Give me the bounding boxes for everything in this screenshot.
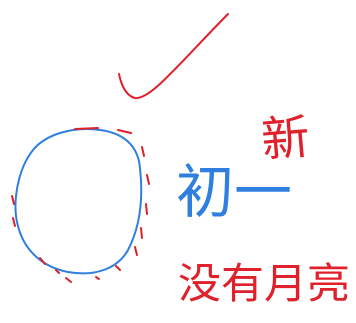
checkmark bbox=[118, 13, 229, 100]
circle-dash-marks bbox=[11, 127, 150, 283]
text-xin: 新 bbox=[259, 109, 312, 169]
text-chu-yi: 初一 bbox=[176, 158, 292, 226]
text-meiyou-yueliang: 没有月亮 bbox=[178, 259, 350, 308]
moon-circle bbox=[14, 128, 143, 275]
